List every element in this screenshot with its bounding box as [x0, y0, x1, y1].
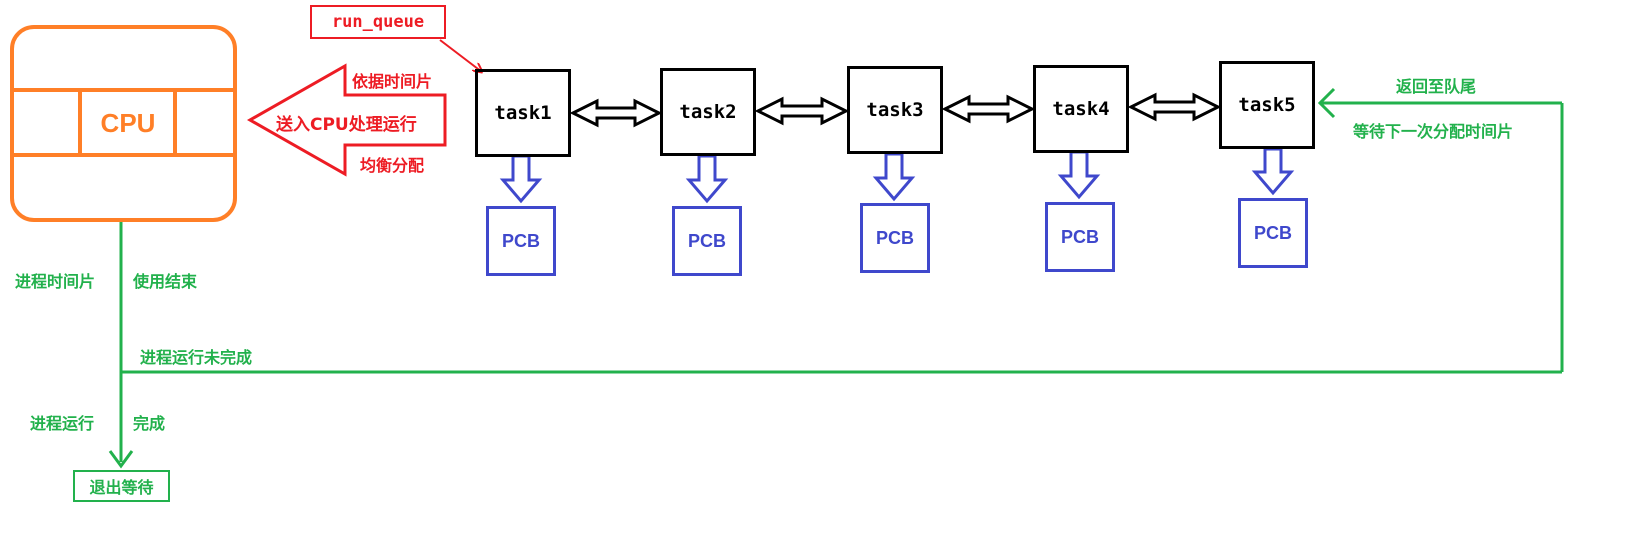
dispatch-bottom-label: 均衡分配: [360, 156, 425, 175]
task-links: [569, 92, 1222, 128]
run-queue-label: run_queue: [331, 12, 425, 32]
run-queue-box: run_queue: [310, 5, 446, 39]
pcb-box-4: PCB: [1045, 202, 1115, 272]
cpu-block: [10, 25, 237, 222]
pcb-label: PCB: [875, 227, 914, 248]
pcb-label: PCB: [501, 230, 540, 251]
pcb-arrows: [499, 147, 1295, 204]
run-queue-pointer: [439, 39, 482, 72]
slice-label-right: 使用结束: [133, 272, 198, 291]
done-label-right: 完成: [133, 414, 166, 433]
green-flow: [108, 87, 1564, 469]
pcb-arrow-3: [872, 152, 916, 202]
pcb-arrow-4: [1057, 150, 1101, 200]
task-box-2: task2: [660, 68, 756, 156]
pcb-arrow-2: [685, 154, 729, 204]
task-box-4: task4: [1033, 65, 1129, 153]
dispatch-middle-label: 送入CPU处理运行: [276, 115, 417, 135]
unfinished-label: 进程运行未完成: [140, 348, 253, 367]
task-box-3: task3: [847, 66, 943, 154]
pcb-arrow-5: [1251, 147, 1295, 196]
return-label-top: 返回至队尾: [1396, 77, 1477, 96]
pcb-label: PCB: [1060, 226, 1099, 247]
pcb-label: PCB: [1253, 222, 1292, 243]
link-2-3: [754, 96, 850, 126]
pcb-arrow-1: [499, 154, 543, 204]
task-label: task1: [494, 102, 552, 124]
pcb-box-2: PCB: [672, 206, 742, 276]
cpu-label: CPU: [100, 108, 156, 138]
return-label-bottom: 等待下一次分配时间片: [1353, 122, 1514, 141]
done-label-left: 进程运行: [30, 414, 95, 433]
pcb-box-1: PCB: [486, 206, 556, 276]
slice-label-left: 进程时间片: [15, 272, 96, 291]
exit-label: 退出等待: [89, 478, 154, 497]
dispatch-arrow: [246, 63, 447, 177]
task-box-5: task5: [1219, 61, 1315, 149]
link-3-4: [941, 94, 1036, 124]
task-label: task5: [1238, 94, 1296, 116]
task-label: task2: [679, 101, 737, 123]
link-1-2: [569, 98, 663, 128]
task-label: task3: [866, 99, 924, 121]
exit-box: 退出等待: [73, 470, 170, 502]
dispatch-top-label: 依据时间片: [352, 72, 433, 91]
task-box-1: task1: [475, 69, 571, 157]
pcb-box-5: PCB: [1238, 198, 1308, 268]
link-4-5: [1127, 92, 1222, 122]
task-label: task4: [1052, 98, 1110, 120]
pcb-label: PCB: [687, 230, 726, 251]
pcb-box-3: PCB: [860, 203, 930, 273]
